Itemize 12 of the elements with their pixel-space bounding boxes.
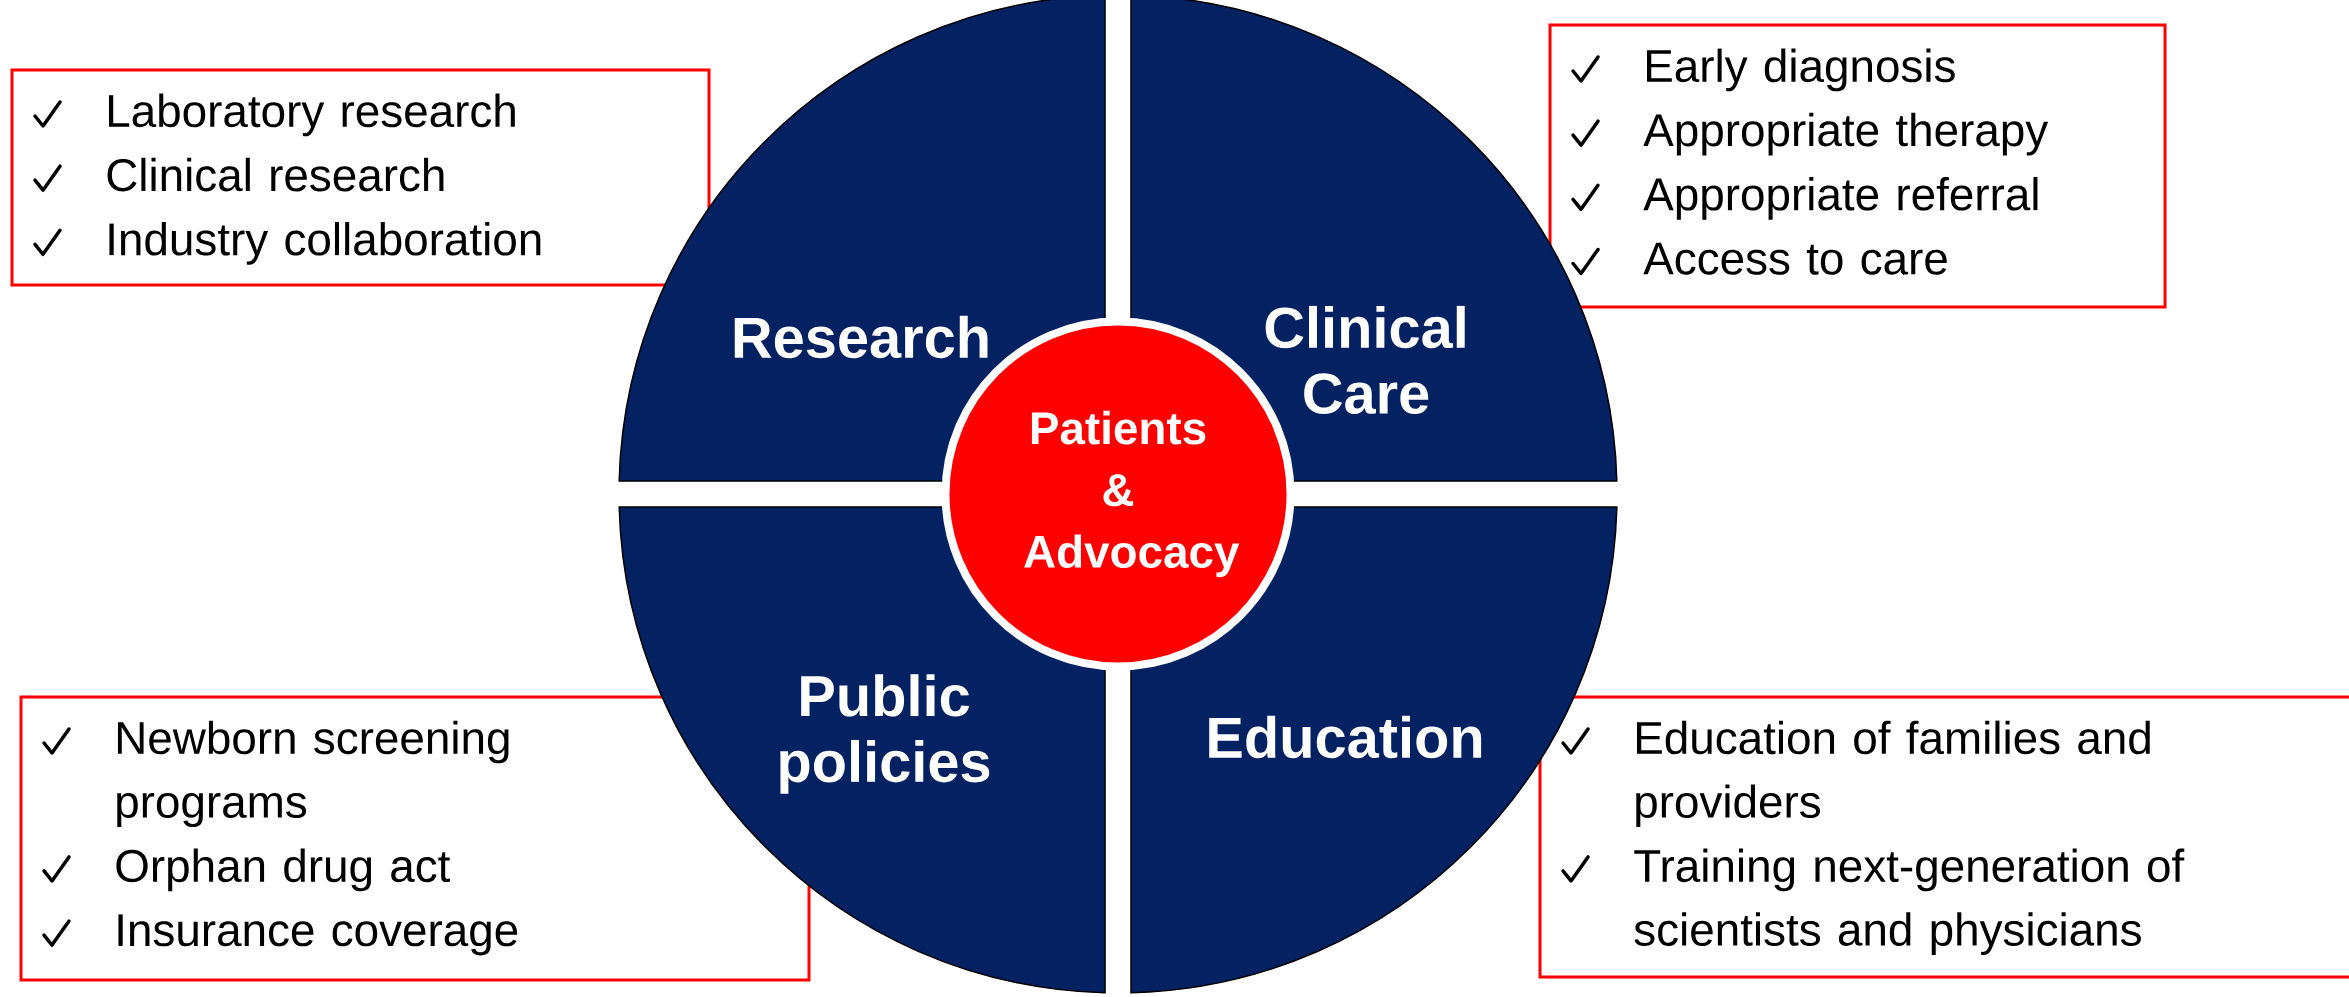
checklist-item: Early diagnosis bbox=[1647, 48, 1955, 92]
checklist-item: Appropriate therapy bbox=[1643, 112, 2049, 156]
checklist-item: Access to care bbox=[1643, 242, 1947, 275]
checklist-item: Laboratory research bbox=[108, 93, 515, 137]
checklist-item: Appropriate referral bbox=[1643, 176, 2038, 220]
checklist-item: Clinical research bbox=[107, 157, 444, 192]
checklist-item: Industry collaboration bbox=[109, 221, 541, 265]
checklist-item: Newborn screening programs bbox=[117, 720, 509, 828]
checklist-item: Education of families and providers bbox=[1636, 720, 2150, 828]
checklist-item: Training next-generation of scientists and physicians bbox=[1634, 848, 2185, 956]
checklist-item: Orphan drug act bbox=[116, 848, 451, 892]
checklist-item: Insurance coverage bbox=[118, 914, 518, 956]
